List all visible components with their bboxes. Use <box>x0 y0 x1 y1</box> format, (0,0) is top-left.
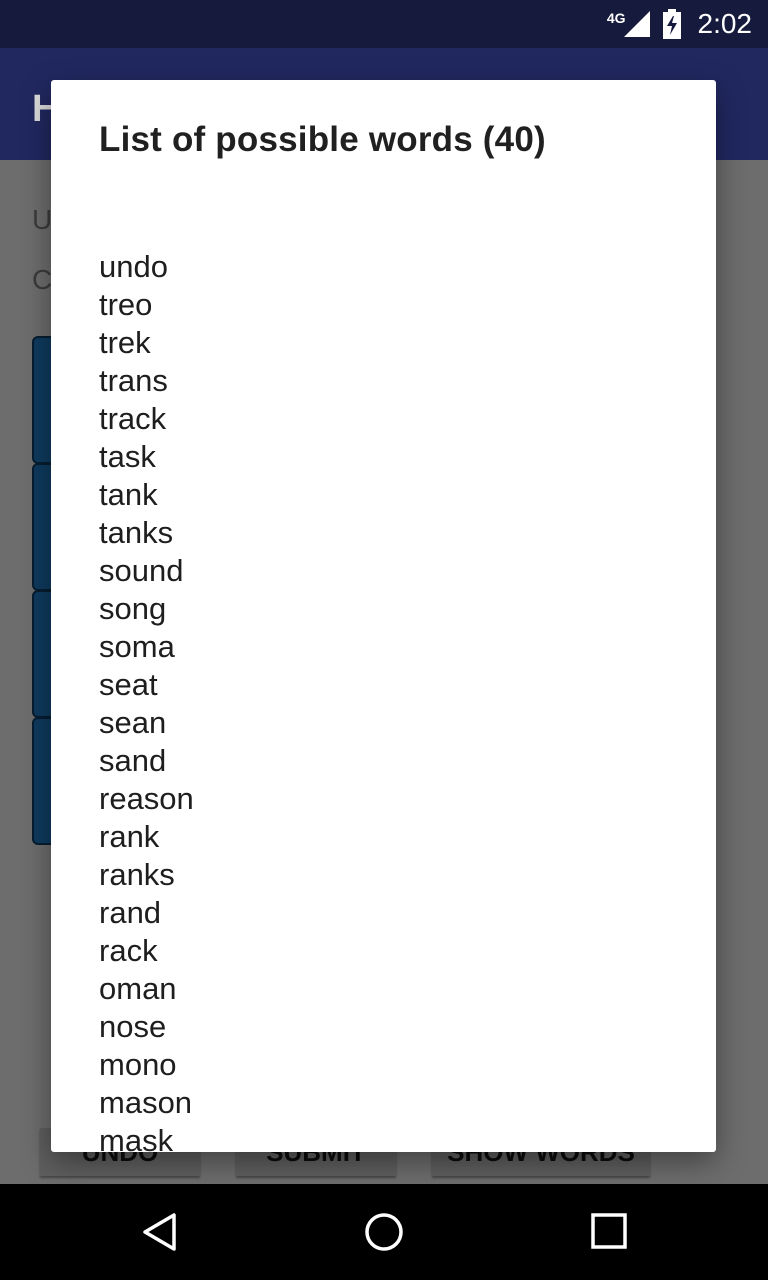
word-list-item: trek <box>99 325 151 360</box>
word-list-item: trans <box>99 363 168 398</box>
word-list-item: rank <box>99 819 160 854</box>
word-list-item: sean <box>99 705 167 740</box>
navigation-bar <box>0 1184 768 1280</box>
word-list-item: mask <box>99 1123 174 1152</box>
clock: 2:02 <box>697 8 753 39</box>
recents-icon[interactable] <box>590 1212 630 1252</box>
status-icons: 4G 2:02 <box>607 0 752 48</box>
word-list-item: sand <box>99 743 167 778</box>
info-line-2: C <box>32 264 53 295</box>
battery-charging-icon <box>662 9 682 39</box>
network-type: 4G <box>606 10 626 26</box>
word-list-item: tanks <box>99 515 174 550</box>
word-list-item: treo <box>99 287 153 322</box>
back-icon[interactable] <box>140 1212 180 1252</box>
status-bar: 4G 2:02 <box>0 0 768 48</box>
word-list-item: rack <box>99 933 158 968</box>
word-list-item: song <box>99 591 167 626</box>
word-list-item: soma <box>99 629 175 664</box>
word-list-item: mason <box>99 1085 193 1120</box>
word-list-item: mono <box>99 1047 177 1082</box>
word-list-item: ranks <box>99 857 175 892</box>
word-list-item: reason <box>99 781 194 816</box>
word-list-item: undo <box>99 249 168 284</box>
word-list-item: nose <box>99 1009 167 1044</box>
word-list-item: seat <box>99 667 158 702</box>
word-list-item: rand <box>99 895 162 930</box>
word-list-item: tank <box>99 477 158 512</box>
signal-icon <box>622 9 652 39</box>
word-list-item: task <box>99 439 156 474</box>
word-list-item: sound <box>99 553 184 588</box>
word-list-item: oman <box>99 971 177 1006</box>
dialog-title: List of possible words (40) <box>99 120 546 159</box>
word-list-item: track <box>99 401 167 436</box>
info-line-1: U <box>32 204 53 235</box>
home-icon[interactable] <box>364 1212 404 1252</box>
